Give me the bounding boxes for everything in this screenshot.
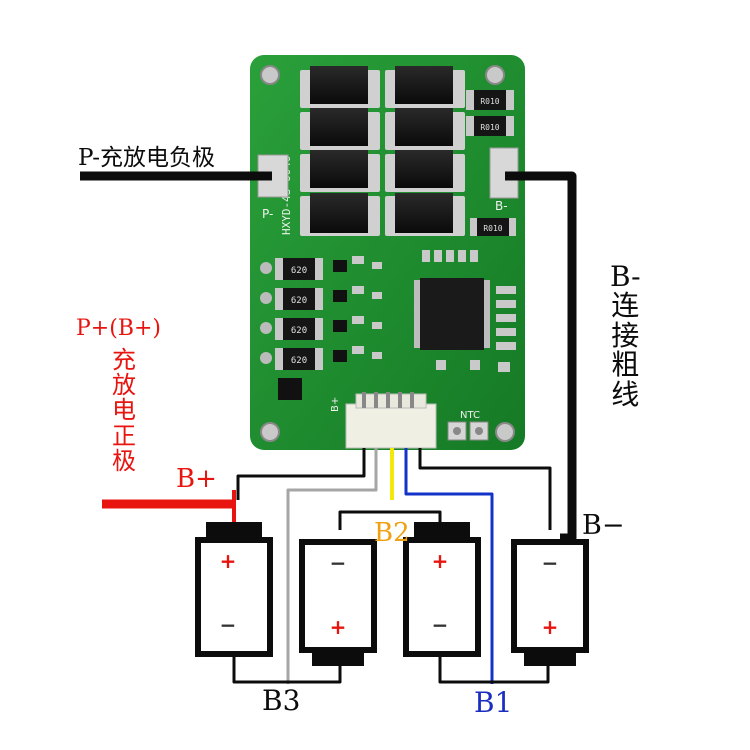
p-plus-char: 充 xyxy=(112,346,136,374)
cell-top-sign: + xyxy=(432,549,449,573)
b2-label: B2 xyxy=(374,518,410,548)
cell-bottom-sign: + xyxy=(330,615,347,639)
cell-bottom-sign: + xyxy=(542,615,559,639)
b-minus-char: 连 xyxy=(611,289,640,323)
p-minus-label: P-充放电负极 xyxy=(78,145,215,171)
right-smd-column xyxy=(496,286,516,350)
balance-resistors: 620 620 620 620 xyxy=(260,258,323,370)
resistor-label: 620 xyxy=(291,296,307,306)
b-minus-char: 粗 xyxy=(611,348,640,382)
p-plus-char: 正 xyxy=(112,421,136,450)
p-plus-char: 放 xyxy=(112,371,136,400)
shunt-resistors: R010 R010 R010 xyxy=(466,90,516,236)
silk-ntc-label: NTC xyxy=(460,410,480,421)
resistor-label: R010 xyxy=(483,224,502,233)
balance-connector xyxy=(345,392,437,449)
battery-cell-2: − + xyxy=(299,539,377,666)
resistor-label: R010 xyxy=(480,123,499,132)
b2-bridge-wire xyxy=(338,510,442,530)
cell-bottom-sign: − xyxy=(220,613,237,637)
resistor-label: 620 xyxy=(291,356,307,366)
battery-cell-4: − + xyxy=(511,539,589,666)
p-plus-char: 极 xyxy=(112,446,136,475)
b-minus-char: B- xyxy=(610,260,641,293)
p-plus-char: 电 xyxy=(112,396,136,425)
b-minus-cell-label: B− xyxy=(582,510,625,541)
silk-b-label: B- xyxy=(495,199,508,213)
b1-wire xyxy=(404,448,494,684)
battery-cells: + − − + + − − + xyxy=(195,522,589,666)
bms-ic-chip xyxy=(414,278,490,350)
silk-bplus-label: B+ xyxy=(330,397,341,412)
b-minus-char: 线 xyxy=(611,377,640,411)
wires xyxy=(80,171,577,684)
b-plus-label: B+ xyxy=(176,464,217,494)
smd-parts xyxy=(278,250,510,400)
b3-label: B3 xyxy=(262,684,301,717)
battery-cell-1: + − xyxy=(195,522,273,657)
battery-cell-3: + − xyxy=(403,522,481,657)
mount-hole xyxy=(485,65,505,85)
b-plus-sense-wire xyxy=(236,448,366,500)
b-minus-wire xyxy=(505,171,577,543)
pcb-board: HXYD-4S-6040 P- B- R010 R010 R010 620 xyxy=(250,55,525,450)
mount-hole xyxy=(260,422,280,442)
p-plus-description: 充 放 电 正 极 xyxy=(112,346,136,475)
resistor-label: 620 xyxy=(291,326,307,336)
resistor-label: 620 xyxy=(291,266,307,276)
cell-top-sign: + xyxy=(220,549,237,573)
mount-hole xyxy=(495,422,515,442)
cell-bottom-sign: − xyxy=(432,613,449,637)
cell1-cell2-bottom-link xyxy=(232,656,342,684)
cell-top-sign: − xyxy=(330,551,347,575)
silk-p-label: P- xyxy=(262,207,273,221)
cell-top-sign: − xyxy=(542,551,559,575)
b-minus-sense-wire xyxy=(418,448,552,530)
b-minus-thick-wire-label: B- 连 接 粗 线 xyxy=(610,262,641,409)
p-plus-label: P+(B+) xyxy=(76,316,162,341)
mosfet-array xyxy=(300,66,465,236)
b1-label: B1 xyxy=(474,686,513,719)
mount-hole xyxy=(260,65,280,85)
b-minus-char: 接 xyxy=(611,318,640,352)
b3-wire xyxy=(286,448,378,684)
resistor-label: R010 xyxy=(480,97,499,106)
cell3-cell4-bottom-link xyxy=(438,656,550,684)
